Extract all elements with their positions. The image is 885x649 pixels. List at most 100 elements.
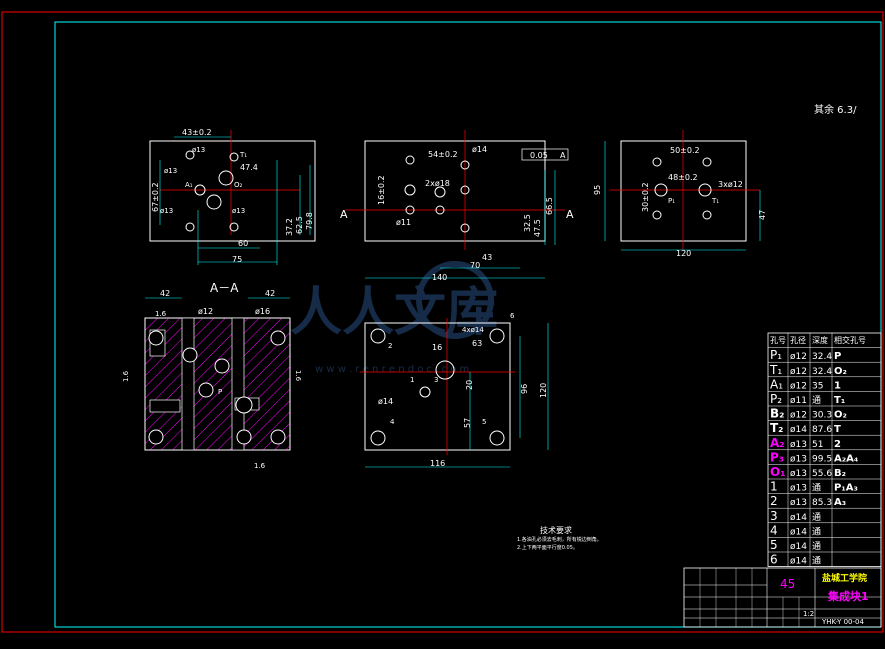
dim-30: 30±0.2 (641, 182, 650, 212)
hole-table-cell: ø14 (790, 542, 807, 552)
hole-table-cell: 32.4 (812, 367, 832, 377)
hole-table-cell: T₂ (770, 421, 783, 435)
hole-table-cell: 30.3 (812, 411, 832, 421)
dim-63: 63 (472, 339, 482, 348)
dim-140: 140 (432, 273, 447, 282)
scale-cell: 1:2 (803, 610, 814, 618)
hole-label-t1: T₁ (239, 151, 247, 159)
hole-table-cell: T₁ (769, 363, 782, 377)
hole-table-cell: ø12 (790, 381, 807, 391)
hole-table-cell: A₂ (770, 436, 785, 450)
section-title: A－A (210, 281, 239, 295)
dim-47-4: 47.4 (240, 163, 258, 172)
hole-table-cell: ø13 (790, 440, 807, 450)
dim-16: ø16 (255, 307, 270, 316)
hole-table-cell: ø13 (790, 498, 807, 508)
section-mark-right: A (566, 208, 574, 221)
dim-57: 57 (463, 418, 472, 428)
hole-table-cell: 3 (770, 509, 778, 523)
watermark-url: w w w . r e n r e n d o c . c o m (315, 364, 469, 375)
datum-letter: A (560, 151, 566, 160)
hole-table-cell: 85.3 (812, 498, 832, 508)
dim-2x18: 2xø18 (425, 179, 450, 188)
dim-66-5: 66.5 (545, 197, 554, 215)
part-name: 集成块1 (827, 589, 869, 603)
section-view-a-a: A－A 42 42 ø12 ø16 1.6 1.6 1.6 1.6 P (122, 281, 302, 470)
hole-table-cell: ø12 (790, 411, 807, 421)
hole-table-cell: ø13 (790, 484, 807, 494)
dim-20: 20 (465, 380, 474, 390)
hole-callout: ø13 (192, 146, 205, 154)
hole-table-cell: ø14 (790, 527, 807, 537)
watermark: 人人文库 w w w . r e n r e n d o c . c o m (290, 261, 498, 375)
hole-table-cell: 通 (812, 512, 821, 523)
dim-120: 120 (539, 383, 548, 398)
hole-table-cell: T (834, 424, 841, 435)
hole-table-cell: O₂ (834, 366, 847, 377)
dim-116: 116 (430, 459, 445, 468)
dim-11: ø11 (396, 218, 411, 227)
hole-table-cell: A₂A₄ (834, 453, 858, 464)
hole-table-cell: 32.4 (812, 352, 832, 362)
dim-3x12: 3xø12 (718, 180, 743, 189)
view-left-top: 43±0.2 47.4 60 75 67±0.2 37.2 62.5 79.8 … (149, 128, 316, 265)
hole-table-cell: B₂ (770, 407, 784, 421)
hole-table-cell: B₂ (834, 468, 846, 479)
hole-table-cell: 1 (834, 380, 841, 391)
title-block: 45 盐城工学院 集成块1 1:2 YHK-Y 00-04 (683, 567, 882, 628)
dim-54: 54±0.2 (428, 150, 458, 159)
hole-table-cell: 2 (770, 494, 778, 508)
hole-table-cell: 通 (812, 483, 821, 494)
roughness-1-6: 1.6 (122, 370, 130, 382)
dim-12: ø12 (198, 307, 213, 316)
hole-label-t1: T₁ (711, 197, 719, 205)
hole-table-cell: P₁A₃ (834, 483, 858, 494)
view-center-bottom: 4xø14 63 ø14 16 57 20 116 96 120 2 6 3 4… (360, 312, 549, 468)
hole-table-cell: ø11 (790, 396, 807, 406)
hole-table-cell: ø14 (790, 425, 807, 435)
dim-47: 47 (758, 210, 767, 220)
dim-42-right: 42 (265, 289, 275, 298)
drawing-number: YHK-Y 00-04 (821, 618, 864, 626)
dim-62-5: 62.5 (295, 216, 304, 234)
tech-title: 技术要求 (540, 525, 572, 535)
hole-table-header: 孔径 (790, 335, 806, 345)
hole-table-header: 深度 (812, 335, 828, 345)
dim-43: 43±0.2 (182, 128, 212, 137)
dim-14: ø14 (378, 397, 393, 406)
hole-table-cell: T₁ (834, 395, 845, 406)
hole-callout: ø13 (164, 167, 177, 175)
dim-42-left: 42 (160, 289, 170, 298)
tech-line-1: 1.各油孔必须去毛刺，所有锐边倒角。 (517, 536, 602, 543)
inner-frame (54, 21, 882, 628)
dim-4x14: 4xø14 (462, 326, 484, 334)
hole-label-p1: P₁ (668, 197, 675, 205)
view-center-top: 54±0.2 16±0.2 2xø18 ø14 ø11 32.5 47.5 66… (340, 130, 574, 282)
hole-table-cell: 通 (812, 395, 821, 406)
hole-table-cell: 51 (812, 440, 823, 450)
hole-label: 3 (434, 376, 438, 384)
dim-96: 96 (520, 384, 529, 394)
material-cell: 45 (780, 577, 795, 591)
hole-table-cell: ø14 (790, 557, 807, 567)
hole-table-cell: A₃ (834, 497, 846, 508)
hole-callout: ø13 (232, 207, 245, 215)
dim-67: 67±0.2 (151, 182, 160, 212)
hole-label-p: P (218, 388, 222, 396)
dim-43: 43 (482, 253, 492, 262)
technical-requirements: 技术要求 1.各油孔必须去毛刺，所有锐边倒角。 2.上下两平面平行度0.05。 (517, 525, 602, 551)
hole-table-cell: P (834, 351, 841, 362)
hole-table-cell: P₁ (770, 348, 782, 362)
hole-table-cell: 2 (834, 439, 841, 450)
dim-37-2: 37.2 (285, 218, 294, 236)
hole-table-cell: 通 (812, 526, 821, 537)
dim-79-8: 79.8 (305, 212, 314, 230)
hole-table-cell: P₂ (770, 392, 782, 406)
hole-label: 1 (410, 376, 414, 384)
view-right-top: 50±0.2 48±0.2 30±0.2 3xø12 95 120 47 P₁ … (593, 130, 767, 258)
dim-48: 48±0.2 (668, 173, 698, 182)
dim-16: 16±0.2 (377, 175, 386, 205)
hole-table-cell: ø13 (790, 454, 807, 464)
tolerance-frame: 0.05 (530, 151, 548, 160)
